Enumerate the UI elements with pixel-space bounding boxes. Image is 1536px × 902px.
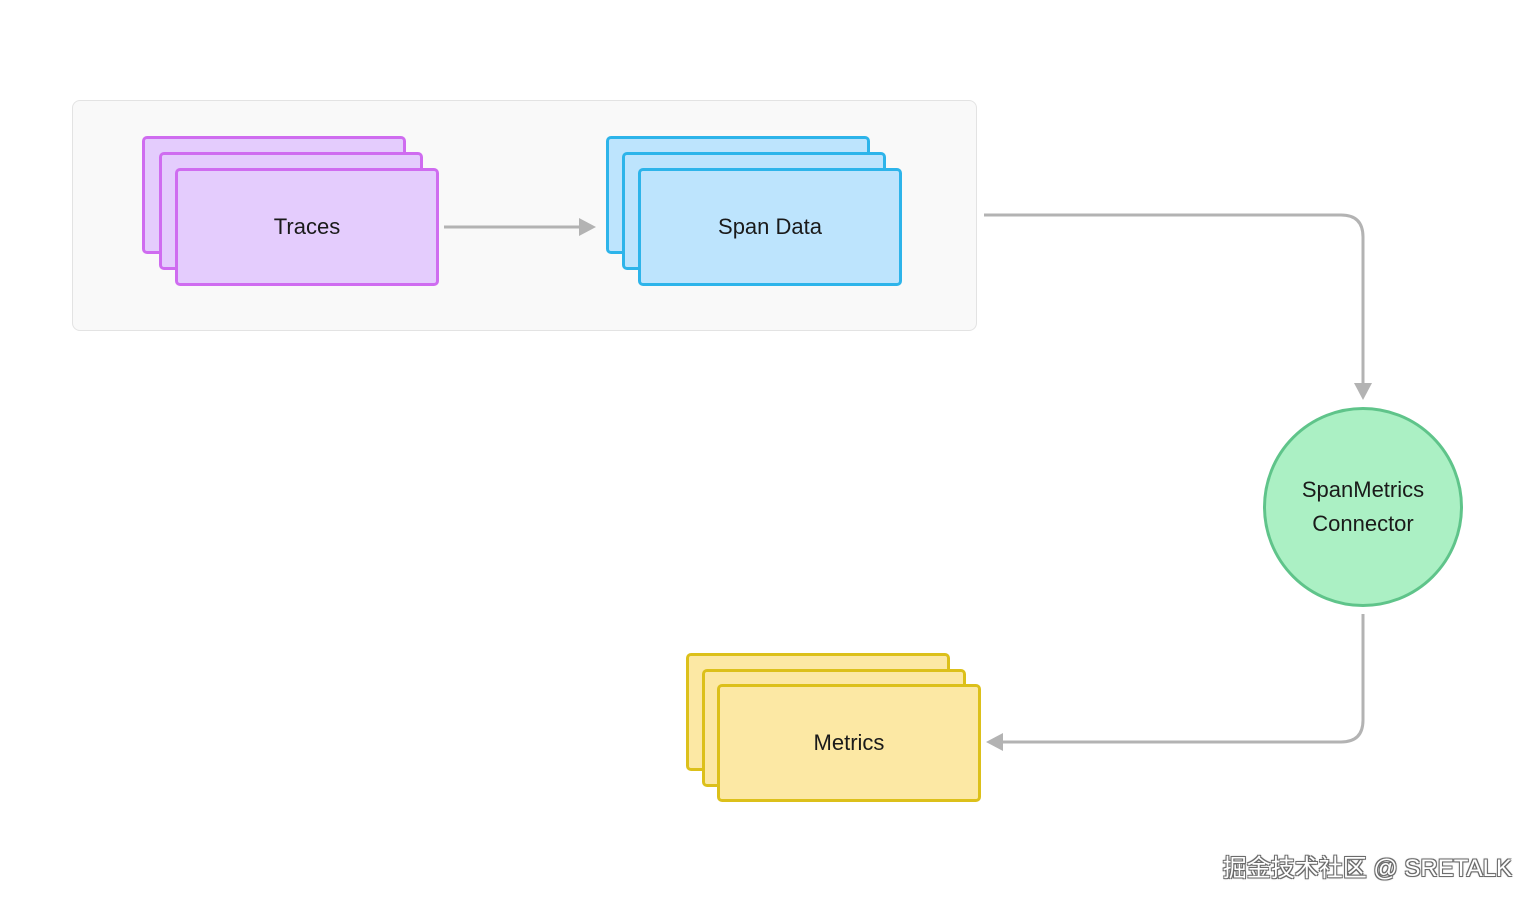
arrowhead-traces-to-span-data: [579, 218, 596, 236]
connector-label-line2: Connector: [1312, 511, 1414, 536]
arrowhead-span-data-to-connector: [1354, 383, 1372, 400]
connector-label-line1: SpanMetrics: [1301, 477, 1425, 502]
edge-span-data-to-connector: [984, 213, 1365, 384]
arrowhead-connector-to-metrics: [986, 733, 1003, 751]
edge-connector-to-metrics: [1003, 614, 1365, 744]
span-data-card-front: [638, 168, 902, 286]
traces-card-front: [175, 168, 439, 286]
watermark: 掘金技术社区 @ SRETALK: [1222, 855, 1512, 882]
metrics-card-front: [717, 684, 981, 802]
spanmetrics-connector-node: SpanMetrics Connector: [1263, 407, 1463, 607]
